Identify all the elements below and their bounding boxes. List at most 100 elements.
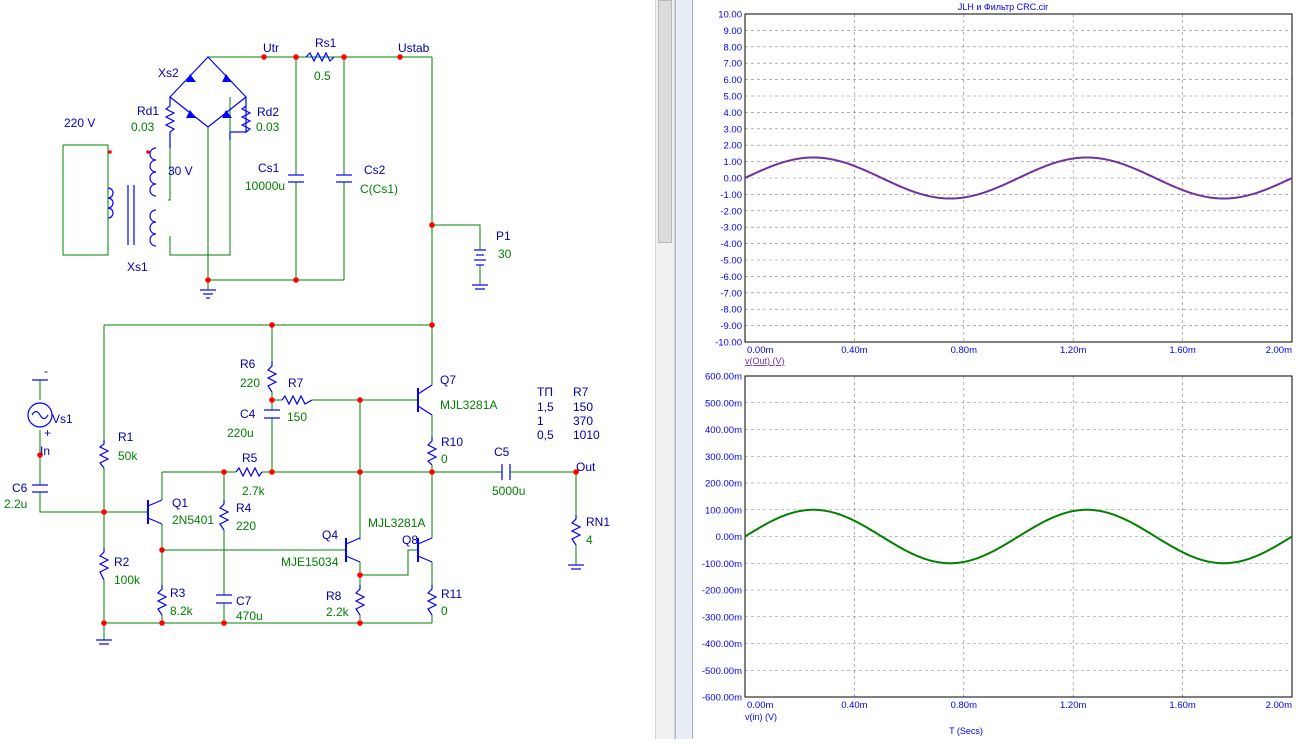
r3-name: R3 <box>170 586 186 600</box>
y-tick-label: -1.00 <box>720 190 742 201</box>
cs1-name: Cs1 <box>258 161 280 175</box>
q8-name: Q8 <box>402 533 418 547</box>
xs1-secondary-coil[interactable] <box>149 147 157 197</box>
y-tick-label: -6.00 <box>720 272 742 283</box>
vertical-scrollbar[interactable] <box>655 0 675 739</box>
r6-value: 220 <box>240 376 260 390</box>
y-tick-label: 9.00 <box>724 26 743 37</box>
y-tick-label: 500.00m <box>705 398 742 409</box>
y-tick-label: 4.00 <box>724 108 743 119</box>
r1-name: R1 <box>118 430 134 444</box>
rd2-name: Rd2 <box>257 105 279 119</box>
plot1-ylabel: v(Out) (V) <box>745 356 785 366</box>
plot-v-in[interactable]: 600.00m500.00m400.00m300.00m200.00m100.0… <box>702 372 1293 712</box>
y-tick-label: -4.00 <box>720 239 742 250</box>
cs2-value: C(Cs1) <box>360 182 398 196</box>
r2-value: 100k <box>114 573 141 587</box>
p1-name: P1 <box>496 229 511 243</box>
x-tick-label: 0.80m <box>951 345 977 356</box>
node-in-label: In <box>40 444 50 458</box>
table-row1-r7: 150 <box>573 400 593 414</box>
y-tick-label: 8.00 <box>724 42 743 53</box>
y-tick-label: -400.00m <box>702 639 742 650</box>
y-tick-label: 0.00 <box>724 174 743 185</box>
y-tick-label: 7.00 <box>724 59 743 70</box>
r1-value: 50k <box>118 449 138 463</box>
x-tick-label: 2.00m <box>1266 700 1292 711</box>
x-tick-label: 1.20m <box>1060 700 1086 711</box>
y-tick-label: -300.00m <box>702 612 742 623</box>
q1-name: Q1 <box>172 496 188 510</box>
xs2-name: Xs2 <box>158 66 179 80</box>
y-tick-label: 200.00m <box>705 479 742 490</box>
rd2-resistor[interactable] <box>240 97 252 134</box>
q4-name: Q4 <box>322 528 338 542</box>
r10-value: 0 <box>441 452 448 466</box>
r5-value: 2.7k <box>242 484 266 498</box>
wires <box>39 56 577 640</box>
y-tick-label: 600.00m <box>705 372 742 383</box>
x-tick-label: 0.00m <box>747 345 773 356</box>
rs1-resistor[interactable] <box>305 51 335 63</box>
y-tick-label: 6.00 <box>724 75 743 86</box>
q1-model: 2N5401 <box>172 513 214 527</box>
r8-value: 2.2k <box>326 605 350 619</box>
vs1-source[interactable] <box>27 402 53 428</box>
c7-value: 470u <box>236 609 263 623</box>
q7-name: Q7 <box>440 373 456 387</box>
xs1-primary-label: 220 V <box>64 116 95 130</box>
plot-svg: JLH и Фильтр CRC.cir 10.009.008.007.006.… <box>702 2 1293 736</box>
table-row3-tp: 0,5 <box>537 428 554 442</box>
r8-name: R8 <box>326 589 342 603</box>
vs1-minus: - <box>44 364 48 378</box>
table-header-r7: R7 <box>573 385 589 399</box>
component-names: Utr Ustab Xs2 Rs1 Rd1 Rd2 220 V 30 V Xs1… <box>12 36 610 608</box>
r2-name: R2 <box>114 555 130 569</box>
r10-name: R10 <box>441 435 463 449</box>
y-tick-label: -500.00m <box>702 666 742 677</box>
xs2-bridge[interactable] <box>169 56 247 128</box>
y-tick-label: -600.00m <box>702 693 742 704</box>
rn1-value: 4 <box>586 533 593 547</box>
scrollbar-thumb[interactable] <box>658 0 672 243</box>
y-tick-label: -9.00 <box>720 321 742 332</box>
rn1-name: RN1 <box>586 515 610 529</box>
schematic-canvas[interactable]: Utr Ustab Xs2 Rs1 Rd1 Rd2 220 V 30 V Xs1… <box>0 0 655 739</box>
c6-name: C6 <box>12 481 28 495</box>
y-tick-label: 100.00m <box>705 505 742 516</box>
plot-v-out[interactable]: 10.009.008.007.006.005.004.003.002.001.0… <box>715 10 1293 357</box>
x-tick-label: 1.60m <box>1169 700 1195 711</box>
trace-line <box>744 156 1293 200</box>
r7-value: 150 <box>287 410 307 424</box>
pane-splitter[interactable] <box>675 0 693 739</box>
x-tick-label: 2.00m <box>1266 345 1292 356</box>
c7-name: C7 <box>236 594 252 608</box>
xs1-primary-coil[interactable] <box>107 187 114 219</box>
y-tick-label: 1.00 <box>724 157 743 168</box>
x-tick-label: 0.40m <box>841 700 867 711</box>
y-tick-label: 10.00 <box>718 10 742 21</box>
p1-value: 30 <box>498 247 512 261</box>
r4-value: 220 <box>236 519 256 533</box>
c5-value: 5000u <box>492 484 525 498</box>
rd1-resistor[interactable] <box>164 97 176 148</box>
cs2-name: Cs2 <box>364 163 386 177</box>
component-values: 0.5 0.03 0.03 10000u C(Cs1) 30 50k 100k … <box>4 69 593 623</box>
xs1-name: Xs1 <box>127 260 148 274</box>
xs1-secondary-label: 30 V <box>168 164 193 178</box>
c6-value: 2.2u <box>4 497 27 511</box>
x-tick-label: 1.20m <box>1060 345 1086 356</box>
node-ustab-label: Ustab <box>398 41 430 55</box>
table-row2-tp: 1 <box>537 414 544 428</box>
schematic-svg[interactable]: Utr Ustab Xs2 Rs1 Rd1 Rd2 220 V 30 V Xs1… <box>0 0 655 739</box>
y-tick-label: 3.00 <box>724 124 743 135</box>
vs1-plus: + <box>44 426 51 440</box>
y-tick-label: -8.00 <box>720 305 742 316</box>
trace-line <box>744 508 1293 565</box>
c5-name: C5 <box>494 445 510 459</box>
r4-name: R4 <box>236 501 252 515</box>
rd1-value: 0.03 <box>131 120 155 134</box>
plot2-ylabel: v(in) (V) <box>745 712 777 722</box>
y-tick-label: -100.00m <box>702 559 742 570</box>
